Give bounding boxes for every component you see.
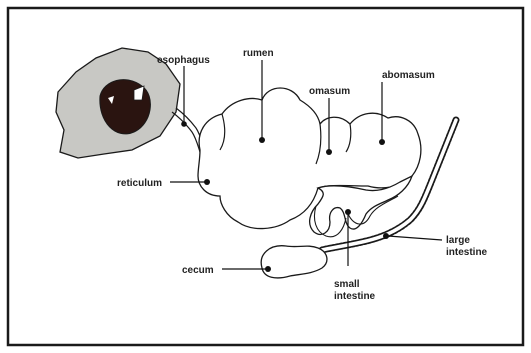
esophagus-tube-outer (172, 112, 200, 152)
label-rumen: rumen (243, 48, 274, 59)
label-large-intestine-line2: intestine (446, 247, 488, 258)
label-reticulum: reticulum (117, 178, 162, 189)
label-large-intestine-line1: large (446, 235, 470, 246)
label-omasum: omasum (309, 86, 350, 97)
cecum-shape (261, 246, 327, 278)
label-small-intestine-line2: intestine (334, 291, 376, 302)
label-cecum: cecum (182, 265, 214, 276)
label-abomasum: abomasum (382, 70, 435, 81)
label-small-intestine-line1: small (334, 279, 360, 290)
label-esophagus: esophagus (157, 55, 210, 66)
stomach-outline (198, 88, 421, 229)
